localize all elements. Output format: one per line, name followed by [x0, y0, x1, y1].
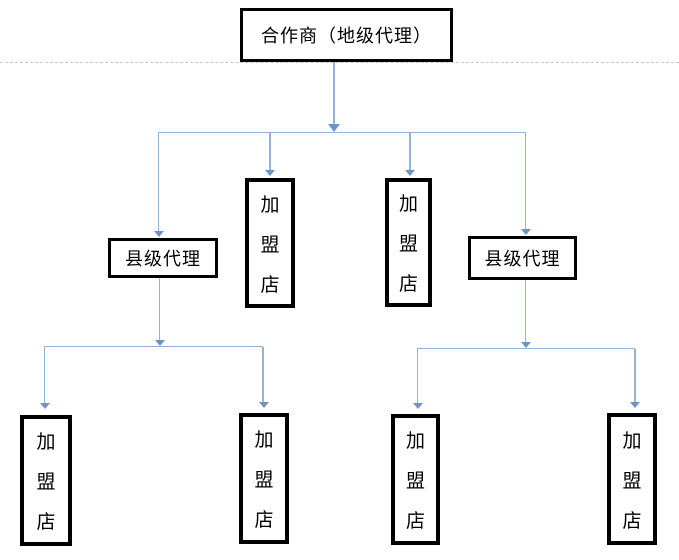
- arrow-down-franchise-bottom-1: [40, 403, 50, 409]
- arrow-down-franchise-mid-right: [405, 170, 415, 176]
- vertical-char: 加: [254, 430, 274, 451]
- arrow-down-franchise-bottom-3: [413, 403, 423, 409]
- connector-root-trunk: [333, 62, 335, 124]
- node-partner-prefecture-agent: 合作商（地级代理）: [240, 8, 453, 62]
- vertical-char: 盟: [260, 234, 280, 256]
- connector-to-county-right: [525, 133, 526, 229]
- vertical-char: 加: [405, 431, 425, 452]
- vertical-char: 店: [398, 274, 418, 295]
- vertical-char: 盟: [398, 234, 418, 255]
- vertical-char: 盟: [36, 472, 56, 493]
- node-county-agent-right-label: 县级代理: [484, 249, 561, 269]
- arrow-down-franchise-bottom-2: [259, 402, 269, 408]
- connector-to-franchise-bottom-3: [417, 349, 418, 403]
- vertical-char: 店: [622, 510, 642, 532]
- arrow-down-county-left-trunk: [155, 340, 165, 346]
- arrow-down-county-right-trunk: [521, 342, 531, 348]
- node-franchise-store-bottom-1: 加 盟 店: [20, 415, 72, 546]
- node-franchise-store-bottom-2: 加 盟 店: [239, 413, 289, 544]
- vertical-char: 店: [260, 274, 280, 296]
- connector-county-left-rail: [44, 346, 263, 347]
- arrow-down-root: [328, 124, 340, 132]
- arrow-down-franchise-mid-left: [265, 170, 275, 176]
- dashed-section-divider: [0, 62, 679, 63]
- vertical-char: 店: [36, 512, 56, 533]
- node-franchise-store-bottom-4: 加 盟 店: [607, 413, 657, 545]
- vertical-char: 加: [260, 194, 280, 216]
- vertical-char: 盟: [254, 470, 274, 491]
- vertical-char: 加: [398, 194, 418, 215]
- arrow-down-county-left: [154, 231, 164, 237]
- node-county-agent-right: 县级代理: [468, 236, 577, 280]
- vertical-char: 盟: [405, 471, 425, 492]
- connector-county-right-rail: [417, 348, 635, 349]
- connector-to-franchise-bottom-2: [262, 347, 264, 402]
- node-county-agent-left: 县级代理: [108, 238, 218, 278]
- vertical-char: 店: [405, 511, 425, 532]
- arrow-down-franchise-bottom-4: [630, 402, 640, 408]
- arrow-down-county-right: [521, 229, 531, 235]
- connector-to-franchise-bottom-1: [44, 347, 45, 403]
- node-franchise-store-mid-right: 加 盟 店: [385, 178, 432, 307]
- vertical-char: 加: [36, 432, 56, 453]
- node-franchise-store-mid-left: 加 盟 店: [245, 178, 295, 308]
- node-partner-label: 合作商（地级代理）: [261, 26, 432, 46]
- connector-to-franchise-mid-right: [409, 133, 411, 170]
- vertical-char: 盟: [622, 470, 642, 492]
- connector-county-right-trunk: [525, 280, 526, 342]
- connector-to-franchise-bottom-4: [634, 349, 636, 402]
- connector-to-county-left: [158, 133, 159, 231]
- vertical-char: 店: [254, 510, 274, 531]
- node-county-agent-left-label: 县级代理: [125, 249, 201, 269]
- connector-tier1-rail: [158, 132, 526, 133]
- connector-county-left-trunk: [159, 278, 160, 340]
- vertical-char: 加: [622, 430, 642, 452]
- connector-to-franchise-mid-left: [269, 133, 271, 170]
- node-franchise-store-bottom-3: 加 盟 店: [391, 414, 440, 545]
